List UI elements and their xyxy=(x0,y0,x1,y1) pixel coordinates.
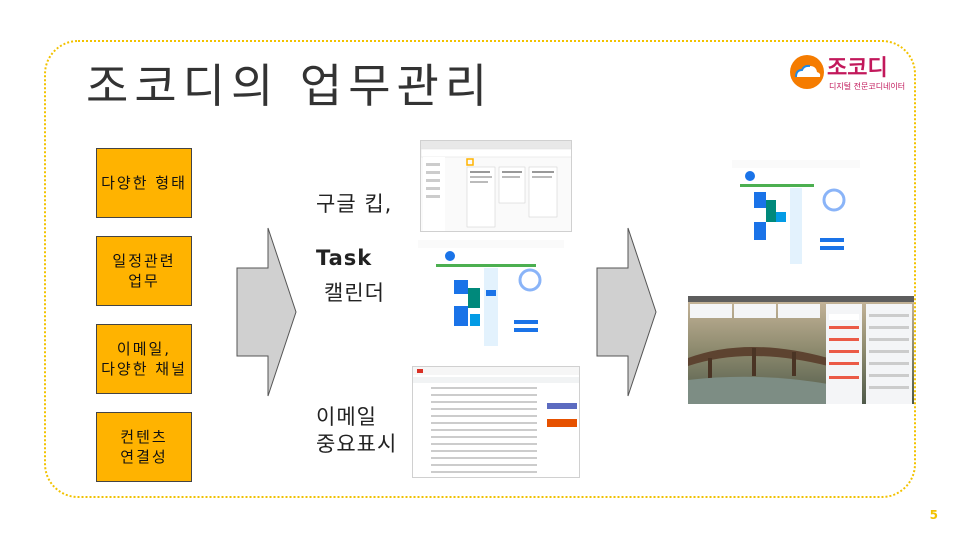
logo-name: 조코디 xyxy=(827,56,888,81)
cloud-logo-icon xyxy=(790,55,824,89)
category-box-schedule: 일정관련 업무 xyxy=(96,236,192,306)
tool-label-email: 이메일 중요표시 xyxy=(316,405,398,456)
arrow-right-icon xyxy=(236,227,297,397)
category-box-email: 이메일, 다양한 채널 xyxy=(96,324,192,394)
result-calendar-image xyxy=(732,160,860,264)
logo: 조코디 디지털 전문코디네이터 xyxy=(787,50,927,98)
keep-screenshot xyxy=(420,140,572,232)
result-board-image xyxy=(688,296,914,404)
keep-label: 구글 킵, xyxy=(316,192,393,216)
task-label: Task xyxy=(316,246,373,270)
gmail-screenshot-image xyxy=(413,367,579,473)
calendar-screenshot-image xyxy=(418,240,564,346)
tool-label-calendar: 캘린더 xyxy=(324,281,385,305)
category-box-forms: 다양한 형태 xyxy=(96,148,192,218)
gmail-screenshot xyxy=(412,366,580,478)
calendar-screenshot xyxy=(418,240,564,346)
keep-screenshot-image xyxy=(421,141,571,231)
page-number: 5 xyxy=(929,508,938,522)
arrow-right-icon xyxy=(596,227,657,397)
slide-frame xyxy=(44,40,916,498)
tool-label-keep: 구글 킵, Task xyxy=(316,164,392,272)
slide-title: 조코디의 업무관리 xyxy=(86,59,494,113)
category-box-content: 컨텐츠 연결성 xyxy=(96,412,192,482)
logo-subtitle: 디지털 전문코디네이터 xyxy=(829,82,906,91)
result-board-screenshot xyxy=(688,296,914,404)
result-calendar-screenshot xyxy=(732,160,860,264)
